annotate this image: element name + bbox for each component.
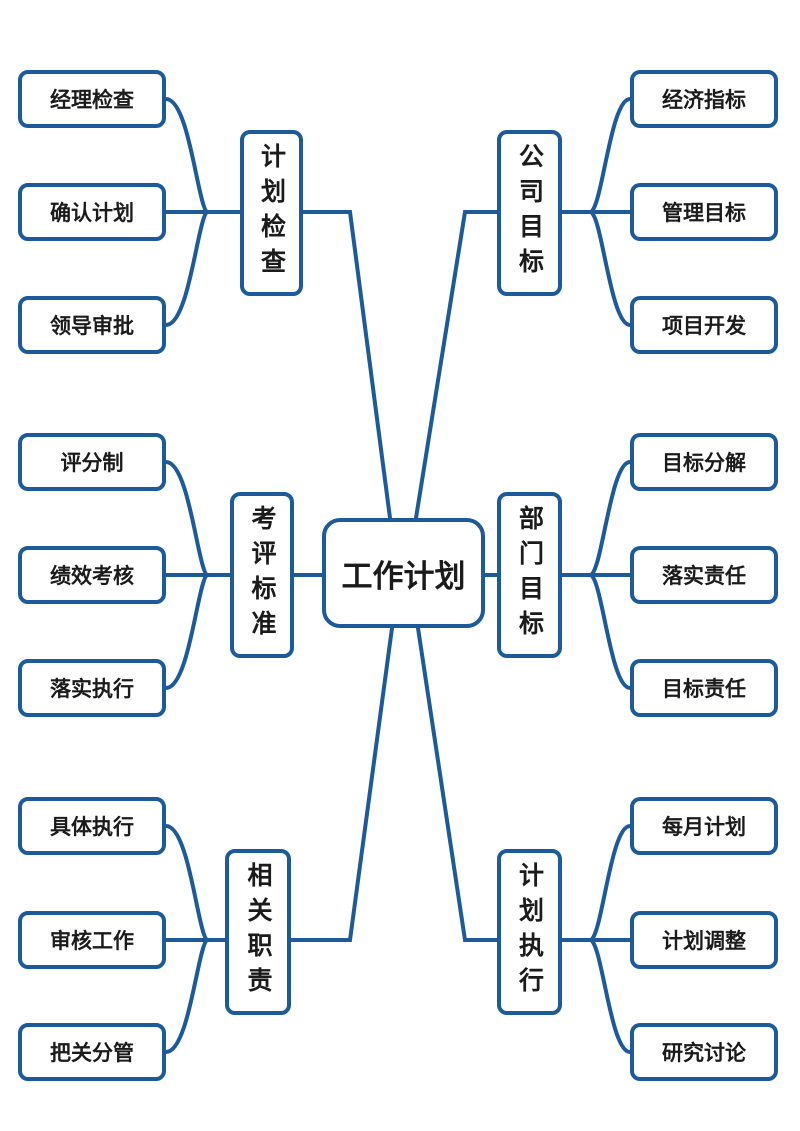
center-node: 工作计划 bbox=[322, 518, 485, 628]
leaf-label: 经济指标 bbox=[662, 88, 746, 112]
leaf-label: 落实责任 bbox=[662, 564, 746, 588]
leaf-label: 落实执行 bbox=[50, 677, 134, 701]
leaf-node: 具体执行 bbox=[18, 797, 166, 855]
leaf-node: 审核工作 bbox=[18, 911, 166, 969]
leaf-label: 经理检查 bbox=[50, 88, 134, 112]
branch-label: 考评标准 bbox=[248, 505, 277, 645]
leaf-label: 计划调整 bbox=[662, 929, 746, 953]
leaf-node: 把关分管 bbox=[18, 1023, 166, 1081]
leaf-label: 审核工作 bbox=[50, 929, 134, 953]
leaf-node: 领导审批 bbox=[18, 296, 166, 354]
leaf-label: 目标分解 bbox=[662, 451, 746, 475]
leaf-node: 经理检查 bbox=[18, 70, 166, 128]
branch-evaluation: 考评标准 bbox=[230, 492, 294, 658]
branch-department-goal: 部门目标 bbox=[497, 492, 562, 658]
leaf-label: 每月计划 bbox=[662, 815, 746, 839]
branch-duties: 相关职责 bbox=[225, 849, 291, 1015]
branch-label: 计划检查 bbox=[257, 143, 287, 283]
center-label: 工作计划 bbox=[341, 558, 466, 595]
leaf-label: 项目开发 bbox=[662, 314, 746, 338]
branch-label: 计划执行 bbox=[515, 862, 545, 1002]
leaf-node: 计划调整 bbox=[630, 911, 778, 969]
leaf-label: 评分制 bbox=[60, 451, 124, 475]
leaf-node: 项目开发 bbox=[630, 296, 778, 354]
branch-label: 部门目标 bbox=[515, 505, 545, 645]
leaf-label: 研究讨论 bbox=[662, 1041, 746, 1065]
leaf-label: 管理目标 bbox=[662, 201, 746, 225]
leaf-node: 目标责任 bbox=[630, 659, 778, 717]
leaf-node: 确认计划 bbox=[18, 183, 166, 241]
leaf-node: 落实执行 bbox=[18, 659, 166, 717]
branch-label: 公司目标 bbox=[515, 143, 545, 283]
leaf-node: 管理目标 bbox=[630, 183, 778, 241]
leaf-label: 把关分管 bbox=[50, 1041, 134, 1065]
leaf-node: 目标分解 bbox=[630, 433, 778, 491]
leaf-node: 绩效考核 bbox=[18, 546, 166, 604]
branch-company-goal: 公司目标 bbox=[497, 130, 562, 296]
leaf-node: 研究讨论 bbox=[630, 1023, 778, 1081]
leaf-node: 评分制 bbox=[18, 433, 166, 491]
leaf-label: 具体执行 bbox=[50, 815, 134, 839]
leaf-label: 领导审批 bbox=[50, 314, 134, 338]
leaf-label: 绩效考核 bbox=[50, 564, 134, 588]
leaf-label: 确认计划 bbox=[50, 201, 134, 225]
leaf-node: 落实责任 bbox=[630, 546, 778, 604]
branch-plan-check: 计划检查 bbox=[240, 130, 303, 296]
leaf-node: 每月计划 bbox=[630, 797, 778, 855]
branch-label: 相关职责 bbox=[244, 862, 273, 1002]
branch-plan-execution: 计划执行 bbox=[497, 849, 562, 1015]
leaf-label: 目标责任 bbox=[662, 677, 746, 701]
leaf-node: 经济指标 bbox=[630, 70, 778, 128]
